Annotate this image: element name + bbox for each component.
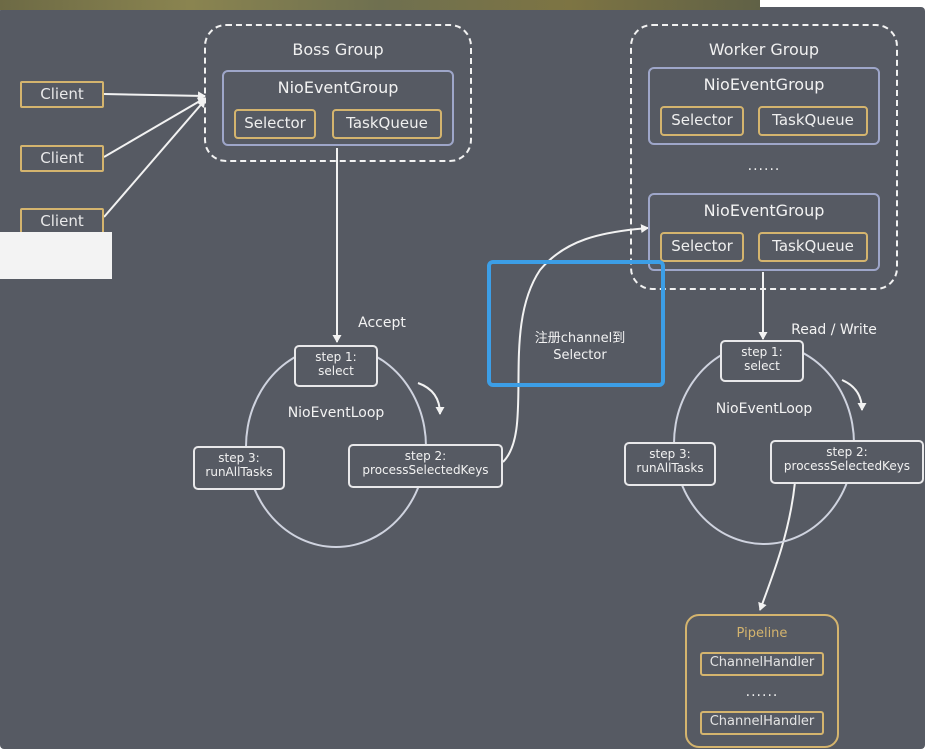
register-highlight-box bbox=[487, 260, 665, 387]
boss-loop-curve-arrow bbox=[417, 382, 445, 415]
worker-step-2: step 2: processSelectedKeys bbox=[770, 440, 924, 484]
boss-nio-title: NioEventGroup bbox=[277, 78, 399, 97]
worker-step-1-line1: step 1: bbox=[741, 345, 783, 359]
worker-step-1-line2: select bbox=[744, 359, 780, 373]
channel-handler-2: ChannelHandler bbox=[700, 711, 824, 735]
worker-nio-title-1: NioEventGroup bbox=[703, 75, 825, 94]
boss-step-2-line1: step 2: bbox=[404, 449, 447, 463]
boss-step-3-line1: step 3: bbox=[218, 451, 260, 465]
worker-selector-1: Selector bbox=[660, 106, 744, 136]
read-write-label: Read / Write bbox=[791, 322, 877, 338]
boss-selector: Selector bbox=[234, 109, 316, 139]
register-label-line1: 注册channel到 bbox=[534, 331, 626, 346]
worker-group-title: Worker Group bbox=[708, 40, 820, 59]
white-occlusion-patch bbox=[0, 232, 112, 279]
boss-group bbox=[204, 24, 472, 162]
register-label-line2: Selector bbox=[553, 348, 607, 363]
boss-step-2: step 2: processSelectedKeys bbox=[348, 444, 503, 488]
client-2-arrow bbox=[103, 97, 206, 158]
boss-event-loop-name: NioEventLoop bbox=[287, 405, 385, 421]
worker-taskqueue-2: TaskQueue bbox=[758, 232, 868, 262]
worker-step-3-line1: step 3: bbox=[649, 447, 691, 461]
worker-group-ellipsis: ...... bbox=[747, 158, 781, 174]
register-label: 注册channel到 Selector bbox=[500, 330, 660, 364]
client-1-arrow bbox=[103, 91, 206, 101]
pipeline-ellipsis: ...... bbox=[745, 684, 779, 700]
worker-nio-title-2: NioEventGroup bbox=[703, 201, 825, 220]
boss-group-title: Boss Group bbox=[292, 40, 384, 59]
worker-selector-2: Selector bbox=[660, 232, 744, 262]
channel-handler-1: ChannelHandler bbox=[700, 652, 824, 676]
boss-step-2-line2: processSelectedKeys bbox=[362, 463, 489, 477]
worker-event-loop-name: NioEventLoop bbox=[715, 401, 813, 417]
client-box: Client bbox=[20, 81, 104, 108]
worker-nio-event-group-1 bbox=[648, 67, 880, 145]
worker-nio-event-group-2 bbox=[648, 193, 880, 271]
register-arrow bbox=[502, 224, 649, 463]
boss-step-3: step 3: runAllTasks bbox=[193, 446, 285, 490]
worker-step-2-line1: step 2: bbox=[826, 445, 868, 459]
client-box: Client bbox=[20, 145, 104, 172]
boss-step-3-line2: runAllTasks bbox=[205, 465, 273, 479]
accept-label: Accept bbox=[358, 315, 406, 331]
worker-loop-curve-arrow bbox=[841, 379, 867, 411]
boss-nio-event-group bbox=[222, 70, 454, 146]
boss-step-1-line2: select bbox=[318, 364, 354, 378]
boss-taskqueue: TaskQueue bbox=[332, 109, 442, 139]
worker-step-1: step 1: select bbox=[720, 340, 804, 382]
worker-step-2-line2: processSelectedKeys bbox=[783, 459, 911, 473]
worker-step-3: step 3: runAllTasks bbox=[624, 442, 716, 486]
pipeline-title: Pipeline bbox=[736, 626, 788, 641]
boss-step-1: step 1: select bbox=[294, 345, 378, 387]
worker-taskqueue-1: TaskQueue bbox=[758, 106, 868, 136]
client-3-arrow bbox=[103, 99, 206, 218]
client-box: Client bbox=[20, 208, 104, 235]
worker-group bbox=[630, 24, 898, 290]
worker-step-3-line2: runAllTasks bbox=[636, 461, 704, 475]
top-decoration-strip bbox=[0, 0, 760, 10]
pipeline-box bbox=[685, 614, 839, 748]
boss-step-1-line1: step 1: bbox=[315, 350, 357, 364]
